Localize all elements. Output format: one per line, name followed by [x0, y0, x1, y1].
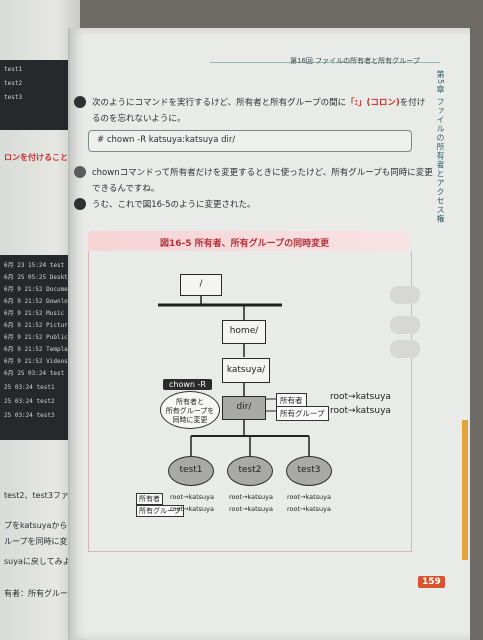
terminal-line: 25 03:24 test2	[4, 398, 55, 405]
terminal-line: 6月 9 21:52 Downloads	[4, 298, 79, 305]
file-owner-value: root→katsuya	[229, 493, 273, 501]
target-dir-box: dir/	[222, 396, 266, 420]
command-box: # chown -R katsuya:katsuya dir/	[88, 130, 412, 152]
terminal-line: test3	[4, 94, 23, 101]
file-owner-value: root→katsuya	[170, 493, 214, 501]
chown-command-tag: chown -R	[163, 379, 212, 390]
faint-mascot-icon	[390, 316, 420, 334]
left-body-line: ループを同時に変更しよう	[4, 537, 100, 546]
file-group-value: root→katsuya	[229, 505, 273, 513]
terminal-line: test2	[4, 80, 23, 87]
bubble-line: 同時に変更	[172, 416, 208, 424]
mascot-icon	[74, 96, 86, 108]
left-body-line: プをkatsuyaからrootに変更	[4, 521, 108, 530]
file-group-value: root→katsuya	[287, 505, 331, 513]
file-node-test2: test2	[227, 456, 273, 486]
chapter-side-tab: 第5章 ファイルの所有者とアクセス権	[436, 70, 445, 224]
edge-tab	[462, 420, 468, 560]
body-line: るのを忘れないように。	[92, 114, 186, 124]
terminal-line: 6月 9 21:52 Music	[4, 310, 65, 317]
body-line: chownコマンドって所有者だけを変更するときに使ったけど、所有グループも同時に…	[92, 168, 433, 178]
terminal-line: 6月 9 21:52 Public	[4, 334, 68, 341]
terminal-line: 6月 25 03:24 test	[4, 370, 65, 377]
colon-note: ロンを付けることで	[4, 153, 76, 162]
terminal-line: 6月 9 21:52 Templates	[4, 346, 79, 353]
terminal-upper	[0, 60, 78, 130]
group-value: root→katsuya	[330, 406, 391, 416]
terminal-lower	[0, 255, 78, 440]
home-dir-box: home/	[222, 320, 266, 344]
terminal-line: 25 03:24 test3	[4, 412, 55, 419]
change-note-bubble: 所有者と 所有グループを 同時に変更	[160, 391, 220, 429]
mascot-icon	[74, 198, 86, 210]
page-number: 159	[418, 576, 445, 588]
header-rule	[210, 62, 440, 63]
terminal-line: 25 03:24 test1	[4, 384, 55, 391]
group-label: 所有グループ	[276, 406, 329, 421]
file-owner-value: root→katsuya	[287, 493, 331, 501]
terminal-line: test1	[4, 66, 23, 73]
body-line: うむ、これで図16-5のように変更された。	[92, 200, 256, 210]
left-body-line: suyaに戻してみよう。	[4, 557, 87, 566]
terminal-line: 6月 9 21:52 Documents	[4, 286, 79, 293]
section-header: 第16回 ファイルの所有者と所有グループ	[290, 57, 420, 65]
bubble-line: 所有グループを	[165, 407, 215, 415]
small-group-label: 所有グループ	[136, 505, 184, 517]
body-line: できるんですね。	[92, 184, 160, 194]
file-node-test1: test1	[168, 456, 214, 486]
figure-title-band	[88, 231, 410, 251]
file-node-test3: test3	[286, 456, 332, 486]
bubble-line: 所有者と	[176, 398, 204, 406]
faint-mascot-icon	[390, 340, 420, 358]
owner-value: root→katsuya	[330, 392, 391, 402]
terminal-line: 6月 9 21:52 Videos	[4, 358, 68, 365]
root-dir-box: /	[180, 274, 222, 296]
colon-highlight: 「:」(コロン)	[346, 98, 400, 108]
file-group-value: root→katsuya	[170, 505, 214, 513]
faint-mascot-icon	[390, 286, 420, 304]
body-text: を付け	[399, 98, 426, 108]
terminal-line: 6月 23 15:24 test	[4, 262, 65, 269]
figure-title: 図16-5 所有者、所有グループの同時変更	[160, 239, 330, 249]
body-text: 次のようにコマンドを実行するけど、所有者と所有グループの間に	[92, 98, 347, 108]
left-body-line: test2、test3ファイルを所有	[4, 491, 109, 500]
user-dir-box: katsuya/	[222, 358, 270, 383]
body-line: 次のようにコマンドを実行するけど、所有者と所有グループの間に「:」(コロン)を付…	[92, 96, 425, 108]
terminal-line: 6月 25 05:25 Desktop	[4, 274, 76, 281]
terminal-line: 6月 9 21:52 Pictures	[4, 322, 76, 329]
mascot-icon	[74, 166, 86, 178]
left-page: test1 test2 test3 ロンを付けることで 6月 23 15:24 …	[0, 0, 134, 640]
small-owner-label: 所有者	[136, 493, 163, 505]
